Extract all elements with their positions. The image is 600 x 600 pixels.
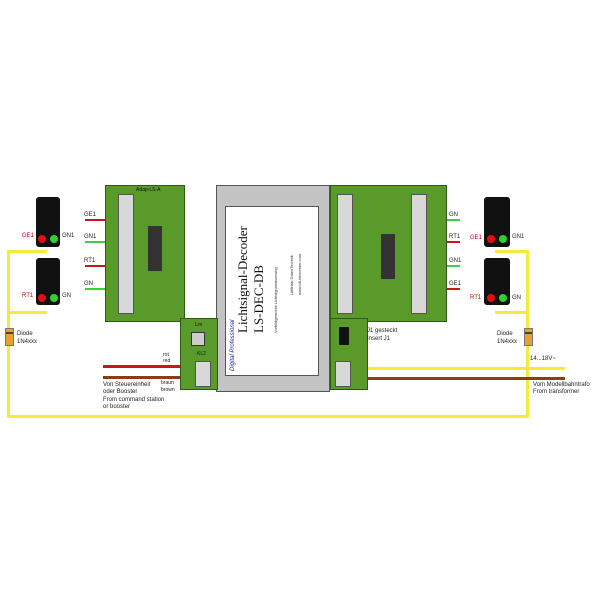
brand-logo: Digital Professional: [230, 319, 236, 371]
red-lamp: [38, 294, 46, 302]
source-label: oder Booster: [103, 389, 138, 395]
wire-label: GN: [449, 212, 458, 218]
signal-left-top: [36, 197, 60, 247]
red-lamp: [487, 294, 495, 302]
yellow-wire-bottom: [7, 415, 529, 418]
signal-label: GN1: [512, 234, 525, 240]
left-lower-board: Lrn KL2: [180, 318, 218, 390]
connector-label: KL2: [197, 351, 206, 357]
label-red-en: red: [163, 358, 171, 364]
power-source-en: From transformer: [533, 389, 580, 395]
power-source-de: Vom Modellbahntrafo: [533, 382, 590, 388]
diode-left-part: 1N4xxx: [17, 339, 38, 345]
label-brown-de: braun: [161, 380, 174, 386]
terminal-block: [411, 194, 427, 314]
wire-label: RT1: [449, 234, 461, 240]
signal-right-top: [484, 197, 510, 247]
jumper-j1[interactable]: [339, 327, 349, 345]
decoder-housing: Lichtsignal-Decoder LS-DEC-DB Digital Pr…: [216, 185, 330, 392]
diode-left: [5, 328, 14, 346]
power-terminal: [335, 361, 351, 387]
wire-label: GN1: [449, 258, 462, 264]
green-lamp: [499, 235, 507, 243]
voltage-label: 14...18V~: [530, 356, 556, 362]
jumper-label-de: J1 gesteckt: [367, 328, 398, 334]
green-lamp: [50, 294, 58, 302]
right-lower-board: [330, 318, 368, 390]
wire-label: GN1: [84, 234, 97, 240]
signal-label: GE1: [22, 233, 35, 239]
board-label: Adap-LS-A: [136, 187, 161, 193]
source-label: or booster: [103, 404, 131, 410]
signal-label: GN: [512, 295, 521, 301]
source-label: From command station: [103, 397, 165, 403]
signal-label: GN: [62, 293, 71, 299]
wire-label: GN: [84, 281, 93, 287]
signal-label: GN1: [62, 233, 75, 239]
diode-right: [524, 328, 533, 346]
red-lamp: [487, 235, 495, 243]
jumper-label-en: Insert J1: [367, 336, 391, 342]
yellow-wire-right-top: [495, 250, 528, 253]
signal-left-bottom: [36, 258, 60, 305]
yellow-wire-left-mid: [7, 311, 47, 314]
diode-right-label: Diode: [497, 331, 513, 337]
red-wire-input: [103, 365, 195, 368]
input-terminal: [195, 361, 211, 387]
diode-left-label: Diode: [17, 331, 33, 337]
diode-right-part: 1N4xxx: [497, 339, 518, 345]
ic-chip: [381, 234, 395, 279]
decoder-model: LS-DEC-DB: [251, 265, 266, 333]
green-lamp: [50, 235, 58, 243]
program-button[interactable]: [191, 332, 205, 346]
signal-label: RT1: [22, 293, 34, 299]
label-red-de: rot: [163, 352, 169, 358]
green-lamp: [499, 294, 507, 302]
ic-chip: [148, 226, 162, 271]
left-adapter-board: Adap-LS-A: [105, 185, 185, 322]
yellow-wire-left-top: [7, 250, 47, 253]
decoder-label: Lichtsignal-Decoder LS-DEC-DB Digital Pr…: [225, 206, 319, 376]
terminal-block: [118, 194, 134, 314]
label-brown-en: brown: [161, 387, 175, 393]
signal-label: RT1: [470, 295, 482, 301]
decoder-description: Vorbildgerechte Lichtsignalsteuerung: [273, 267, 278, 333]
yellow-wire-right-mid: [495, 311, 528, 314]
yellow-wire-power: [350, 367, 565, 370]
switch-label: Lrn: [195, 322, 203, 328]
red-lamp: [38, 235, 46, 243]
brown-wire-input: [103, 376, 195, 379]
wire-label: RT1: [84, 258, 96, 264]
right-adapter-board: [330, 185, 447, 322]
brown-wire-power: [350, 377, 565, 380]
terminal-block: [337, 194, 353, 314]
signal-label: GE1: [470, 235, 483, 241]
source-label: Von Steuereinheit: [103, 382, 151, 388]
decoder-title: Lichtsignal-Decoder: [235, 226, 250, 333]
maker: Littfinski DatenTechnik: [289, 255, 294, 295]
wire-label: GE1: [449, 281, 462, 287]
signal-right-bottom: [484, 258, 510, 305]
website: www.ldt-infocenter.com: [297, 253, 302, 295]
wire-label: GE1: [84, 212, 97, 218]
